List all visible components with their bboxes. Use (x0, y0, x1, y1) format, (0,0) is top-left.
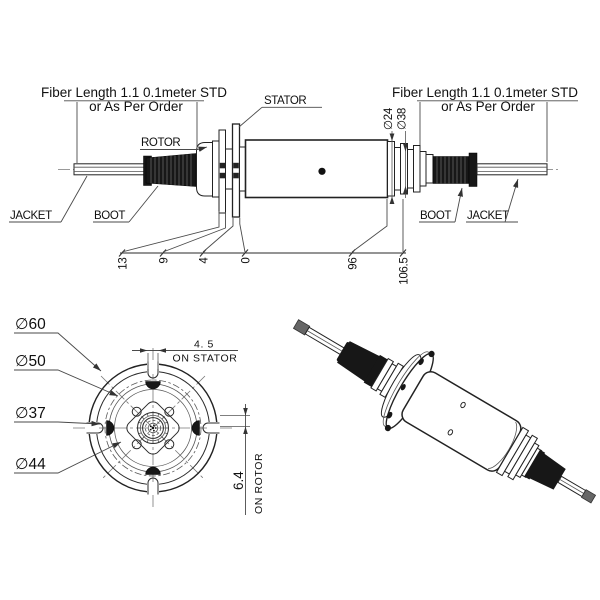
boot-right-text: BOOT (420, 210, 451, 222)
front-callouts: ∅60 ∅50 ∅37 ∅44 (14, 316, 122, 474)
label-d60: ∅60 (15, 316, 46, 333)
rotor-dim-note: ON ROTOR (253, 453, 265, 514)
slot-dim-value: 4. 5 (194, 339, 214, 351)
iso-body-hole-2 (447, 429, 454, 436)
rotor-label: ROTOR (140, 137, 208, 152)
rotor-assembly (196, 123, 246, 218)
fiber-note-right-line1: Fiber Length 1.1 0.1meter STD (392, 85, 578, 100)
right-jacket-cable (476, 163, 548, 176)
bolt-circle-d50 (104, 379, 202, 477)
chain-4: 4 (199, 257, 211, 264)
fiber-connector (137, 412, 169, 444)
chain-96: 96 (348, 258, 360, 270)
circle-d37 (114, 389, 192, 467)
chain-13: 13 (118, 258, 130, 270)
left-jacket-cable (73, 163, 147, 176)
jacket-left-label: JACKET (9, 175, 88, 223)
iso-right-boot (524, 449, 566, 490)
label-d37: ∅37 (15, 405, 46, 422)
iso-left-boot (336, 341, 388, 388)
iso-flange (380, 350, 435, 432)
side-view: Fiber Length 1.1 0.1meter STD or As Per … (9, 85, 578, 285)
fiber-note-left-line1: Fiber Length 1.1 0.1meter STD (41, 85, 227, 100)
front-view: ∅60 ∅50 ∅37 ∅44 4. 5 ON STATOR 6.4 (14, 316, 265, 515)
boot-right-label: BOOT (419, 187, 463, 223)
fiber-note-left-line2: or As Per Order (89, 99, 183, 114)
label-d50: ∅50 (15, 353, 46, 370)
dim-d24: ∅24 (383, 107, 395, 130)
label-d44: ∅44 (15, 456, 46, 473)
chain-9: 9 (159, 258, 171, 264)
jacket-right-text: JACKET (467, 210, 509, 222)
right-connector-rings (387, 141, 434, 197)
fiber-note-right-line2: or As Per Order (441, 99, 535, 114)
rotor-hub (126, 401, 180, 455)
stator-body (244, 139, 389, 199)
slot-dim-note: ON STATOR (173, 353, 238, 365)
chain-0: 0 (241, 258, 253, 264)
slot-dimension: 4. 5 ON STATOR (132, 339, 238, 369)
jacket-left-text: JACKET (10, 210, 52, 222)
boot-left-label: BOOT (93, 185, 159, 223)
left-boot (143, 153, 197, 187)
iso-body-hole-1 (460, 401, 466, 409)
rotor-dimension: 6.4 ON ROTOR (220, 404, 265, 515)
boot-left-text: BOOT (94, 210, 125, 222)
isometric-view (292, 319, 597, 504)
right-boot (432, 152, 478, 187)
stator-label: STATOR (238, 95, 322, 128)
chain-106-5: 106.5 (399, 258, 411, 285)
fiber-note-right: Fiber Length 1.1 0.1meter STD or As Per … (392, 85, 578, 162)
fiber-note-left: Fiber Length 1.1 0.1meter STD or As Per … (41, 85, 227, 163)
rotor-label-text: ROTOR (141, 137, 180, 149)
iso-body (401, 371, 522, 472)
body-hole (318, 167, 326, 175)
diameter-dims: ∅24 ∅38 (383, 107, 409, 204)
dim-d38: ∅38 (397, 108, 409, 130)
jacket-right-label: JACKET (466, 178, 519, 223)
dimension-chain: 13 9 4 0 96 106.5 (118, 199, 411, 285)
iso-cable-tip-right (580, 489, 597, 504)
rotor-dim-value: 6.4 (231, 471, 246, 490)
stator-slots (86, 361, 220, 495)
stator-label-text: STATOR (264, 95, 306, 107)
